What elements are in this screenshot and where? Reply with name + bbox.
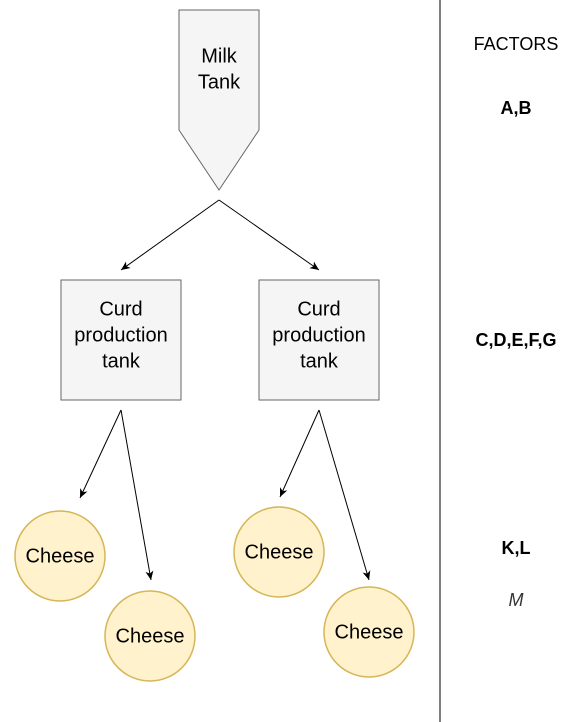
curd-tank-label-line3: tank bbox=[102, 350, 141, 372]
factors-header: FACTORS bbox=[474, 34, 559, 54]
curd-to-cheese-connectors bbox=[79, 409, 371, 581]
milk-tank-label-line2: Tank bbox=[198, 71, 241, 93]
cheese-label: Cheese bbox=[116, 625, 185, 647]
cheese-node: Cheese bbox=[104, 590, 196, 682]
curd-tank-node: Curd production tank bbox=[60, 279, 182, 401]
curd-tank-label-line2: production bbox=[74, 324, 167, 346]
cheese-label: Cheese bbox=[26, 545, 95, 567]
curd-tank-label-line1: Curd bbox=[297, 298, 340, 320]
cheese-node: Cheese bbox=[233, 506, 325, 598]
factors-extra: M bbox=[509, 590, 524, 610]
arrow-curd2-to-cheese3 bbox=[279, 409, 320, 498]
milk-tank-node: Milk Tank bbox=[178, 9, 260, 191]
arrow-curd2-to-cheese4 bbox=[318, 409, 371, 581]
curd-tank-node: Curd production tank bbox=[258, 279, 380, 401]
curd-tank-label-line3: tank bbox=[300, 350, 339, 372]
factors-cheese: K,L bbox=[502, 538, 531, 558]
curd-tank-label-line1: Curd bbox=[99, 298, 142, 320]
cheese-label: Cheese bbox=[245, 541, 314, 563]
milk-tank-label-line1: Milk bbox=[201, 45, 238, 67]
cheese-node: Cheese bbox=[14, 510, 106, 602]
arrow-milk-to-curd-right bbox=[218, 199, 320, 271]
factors-column: FACTORS A,B C,D,E,F,G K,L M bbox=[474, 34, 559, 610]
arrow-curd1-to-cheese1 bbox=[79, 409, 122, 499]
arrow-curd1-to-cheese2 bbox=[120, 409, 154, 581]
milk-to-curd-connectors bbox=[120, 199, 320, 271]
factors-milk: A,B bbox=[501, 98, 532, 118]
factors-curd: C,D,E,F,G bbox=[475, 330, 556, 350]
arrow-milk-to-curd-left bbox=[120, 199, 220, 271]
curd-tank-label-line2: production bbox=[272, 324, 365, 346]
cheese-label: Cheese bbox=[335, 621, 404, 643]
cheese-node: Cheese bbox=[323, 586, 415, 678]
